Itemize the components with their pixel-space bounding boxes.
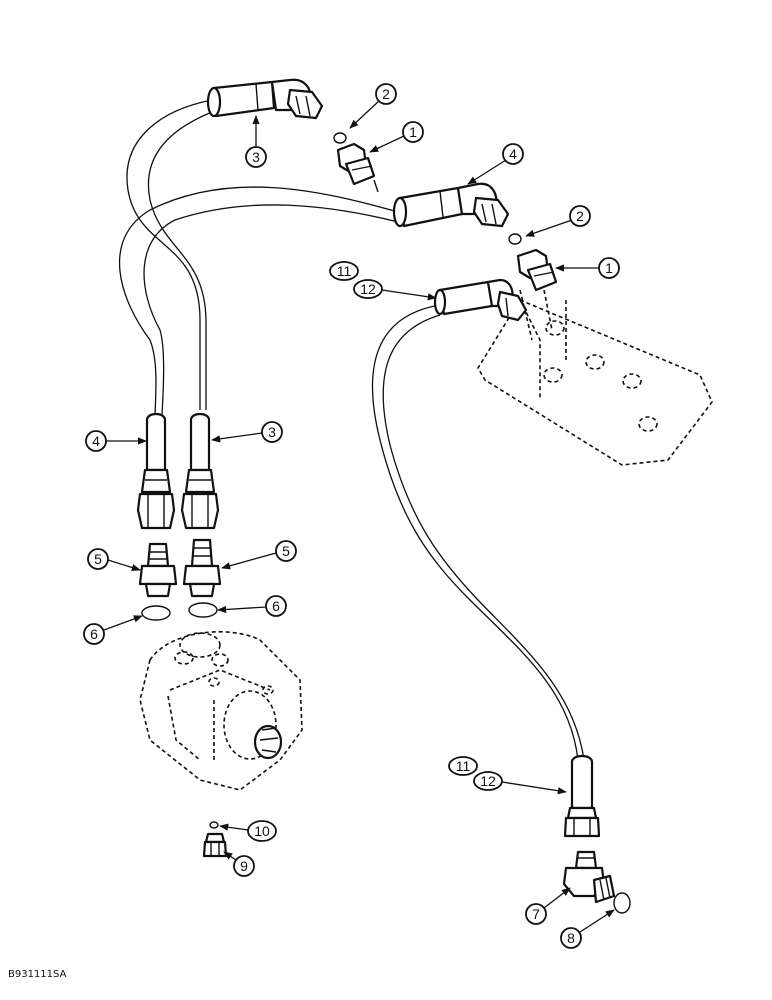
callout-2-right: 2 <box>576 208 584 224</box>
connector-left <box>138 542 178 598</box>
elbow-fitting-middle <box>392 182 510 228</box>
mounting-plate <box>477 298 713 466</box>
callout-5-right: 5 <box>282 543 290 559</box>
hose-end-lower-right <box>563 754 601 838</box>
callout-7: 7 <box>532 906 540 922</box>
callouts: 3 2 1 4 2 1 11 12 4 3 5 <box>83 83 620 949</box>
hose-lines <box>118 99 585 761</box>
plug <box>202 832 228 858</box>
figure-reference: B931111SA <box>8 969 67 980</box>
callout-2-top: 2 <box>382 86 390 102</box>
callout-10: 10 <box>254 823 270 839</box>
elbow-fitting-top <box>206 78 324 120</box>
o-ring-right <box>188 602 218 618</box>
callout-12-lower: 12 <box>480 773 496 789</box>
pump-housing <box>139 631 303 791</box>
callout-8: 8 <box>567 930 575 946</box>
callout-9: 9 <box>240 858 248 874</box>
o-ring-left <box>141 605 171 621</box>
callout-4-lower: 4 <box>92 433 100 449</box>
callout-3-top: 3 <box>252 149 260 165</box>
hose-end-right <box>180 412 220 530</box>
callout-6-left: 6 <box>90 626 98 642</box>
o-ring-small <box>209 821 219 829</box>
callout-5-left: 5 <box>94 551 102 567</box>
hose-end-left <box>136 412 176 530</box>
connector-right <box>182 538 222 598</box>
o-ring-elbow <box>613 892 631 914</box>
adapter-fitting-right <box>508 233 558 341</box>
callout-3-lower: 3 <box>268 424 276 440</box>
callout-12-upper: 12 <box>360 281 376 297</box>
callout-11-lower: 11 <box>456 758 471 774</box>
adapter-fitting-top <box>333 132 379 193</box>
callout-1-top: 1 <box>409 124 417 140</box>
callout-1-right: 1 <box>605 260 613 276</box>
elbow-fitting-right <box>433 278 528 322</box>
elbow-connector <box>562 850 616 904</box>
callout-11-upper: 11 <box>337 263 352 279</box>
callout-4-middle: 4 <box>509 146 517 162</box>
callout-6-right: 6 <box>272 598 280 614</box>
